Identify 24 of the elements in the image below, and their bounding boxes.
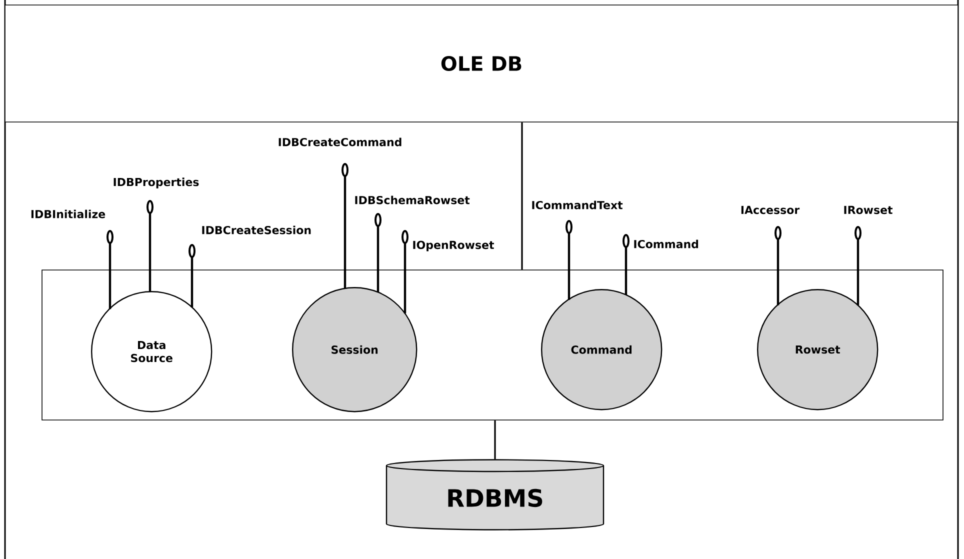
interface-label: IDBCreateSession — [202, 226, 311, 234]
interface-label: IRowset — [844, 206, 893, 214]
interface-label: ICommand — [634, 240, 698, 248]
interface-label: ICommandText — [532, 200, 623, 210]
interface-label: IOpenRowset — [413, 240, 494, 252]
interface-label: IDBProperties — [114, 178, 199, 188]
interface-lollipop — [342, 163, 348, 289]
interface-lollipop — [566, 220, 572, 300]
database-cylinder: RDBMS — [386, 459, 604, 530]
title-box: OLE DB — [4, 4, 958, 122]
interface-lollipop — [622, 234, 630, 295]
interface-lollipop — [374, 213, 382, 292]
connector-line — [521, 122, 523, 270]
interface-lollipop — [188, 244, 196, 308]
interface-label: IDBSchemaRowset — [355, 196, 470, 204]
interface-lollipop — [854, 226, 862, 306]
interface-label: IDBCreateCommand — [278, 138, 402, 146]
interface-lollipop — [774, 226, 782, 306]
interface-lollipop — [106, 230, 114, 310]
interface-lollipop — [402, 230, 408, 314]
interface-label: IDBInitialize — [31, 210, 106, 218]
interface-label: IAccessor — [741, 206, 800, 214]
interface-lollipop — [146, 200, 154, 292]
connector-line — [494, 420, 496, 460]
